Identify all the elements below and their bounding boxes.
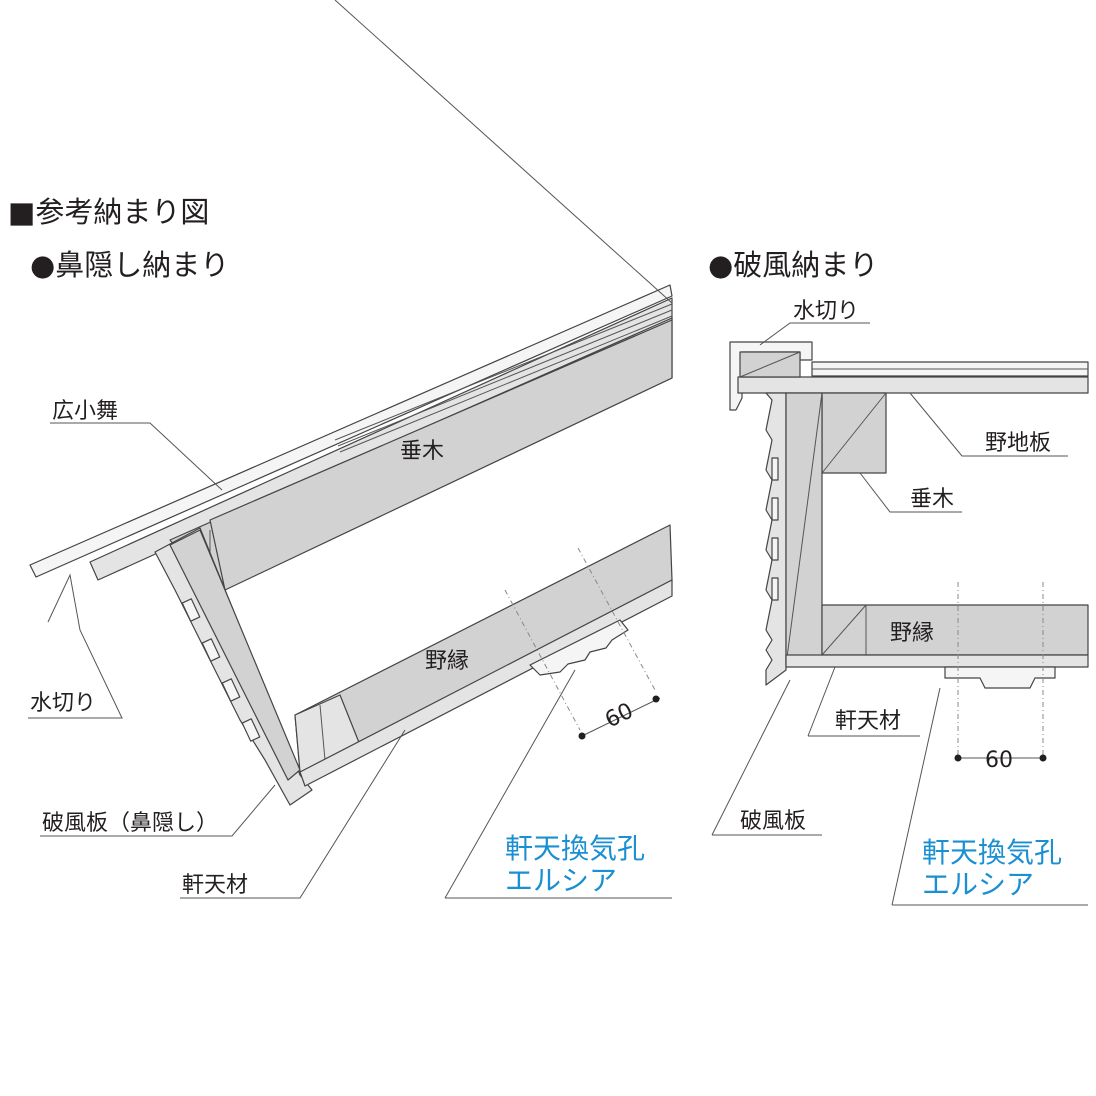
- left-roof-board: [29, 284, 673, 578]
- left-label-taruki: 垂木: [400, 439, 444, 464]
- left-diagram: 60 広小舞 垂木 水切り 野縁 破風板（鼻隠し） 軒天材 軒天換気孔 エルシア: [28, 0, 673, 899]
- left-vent: [529, 619, 629, 676]
- left-label-nobuchi: 野縁: [425, 649, 469, 674]
- left-label-hirokomai: 広小舞: [52, 399, 118, 424]
- right-product-line1: 軒天換気孔: [922, 836, 1062, 869]
- left-label-mizukiri: 水切り: [30, 691, 96, 716]
- right-vent: [944, 666, 1056, 689]
- left-dimension-60: 60: [601, 699, 637, 734]
- left-product-line1: 軒天換気孔: [505, 832, 645, 865]
- right-soffit-board: [785, 654, 1089, 668]
- right-product-line2: エルシア: [922, 868, 1034, 901]
- right-ceiling-joist: [821, 604, 1089, 656]
- right-dimension-60: 60: [985, 748, 1013, 773]
- right-label-taruki: 垂木: [910, 487, 954, 512]
- left-product-line2: エルシア: [505, 864, 617, 897]
- left-label-hafuita: 破風板（鼻隠し）: [42, 811, 218, 836]
- right-subtitle: ●破風納まり: [708, 248, 878, 282]
- right-roof-board: [737, 376, 1089, 394]
- right-diagram: 60 水切り 野地板 垂木 野縁 軒天材 破風板 軒天換気孔 エルシア: [711, 299, 1089, 906]
- left-soffit-board: [299, 579, 673, 787]
- right-label-nobuchi: 野縁: [890, 621, 934, 646]
- left-label-nokiten: 軒天材: [182, 873, 248, 898]
- right-label-mizukiri: 水切り: [793, 299, 859, 324]
- left-rafter-body: [209, 319, 673, 591]
- left-subtitle: ●鼻隠し納まり: [30, 248, 229, 282]
- right-label-hafuita: 破風板: [740, 809, 806, 834]
- right-label-nokiten: 軒天材: [835, 709, 901, 734]
- page-heading: ■参考納まり図: [8, 195, 209, 229]
- right-label-nojiita: 野地板: [985, 431, 1051, 456]
